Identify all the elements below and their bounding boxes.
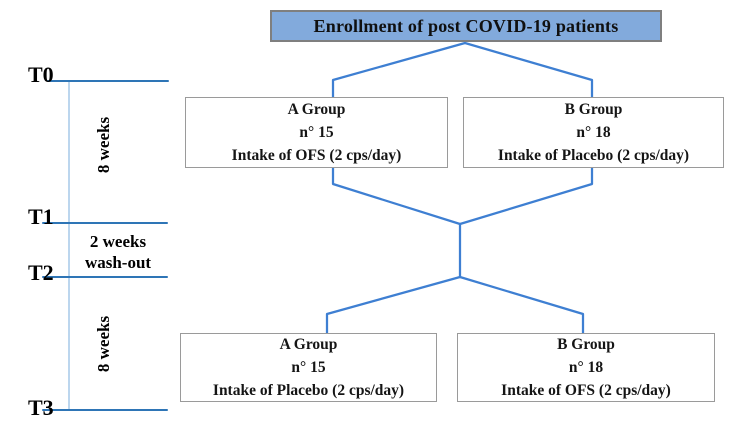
split1-left-connector	[331, 41, 467, 99]
timepoint-t1-label: T1	[28, 204, 54, 229]
washout-duration: 2 weeks	[89, 232, 147, 251]
merge-right-connector	[458, 166, 594, 226]
group-size: n° 18	[576, 124, 611, 141]
group-size: n° 18	[568, 359, 604, 376]
group-intervention: Intake of OFS (2 cps/day)	[501, 382, 671, 399]
group-name: B Group	[564, 101, 623, 118]
phase1-group-b-box: B Group n° 18 Intake of Placebo (2 cps/d…	[463, 97, 724, 168]
enrollment-title-label: Enrollment of post COVID-19 patients	[313, 15, 619, 36]
group-size: n° 15	[299, 124, 334, 141]
washout-text: wash-out	[84, 253, 152, 272]
split2-left-connector	[325, 275, 462, 336]
group-intervention: Intake of OFS (2 cps/day)	[231, 147, 402, 164]
phase2-group-a-box: A Group n° 15 Intake of Placebo (2 cps/d…	[180, 333, 437, 402]
group-name: A Group	[279, 336, 338, 353]
split1-right-connector	[463, 41, 594, 99]
split2-right-connector	[458, 275, 585, 336]
group-size: n° 15	[291, 359, 326, 376]
phase2-group-b-box: B Group n° 18 Intake of OFS (2 cps/day)	[457, 333, 715, 402]
group-name: A Group	[287, 101, 346, 118]
group-intervention: Intake of Placebo (2 cps/day)	[212, 382, 405, 399]
group-name: B Group	[557, 336, 615, 353]
washout-label: 2 weeks wash-out	[60, 231, 176, 273]
timepoint-t2-label: T2	[28, 260, 54, 285]
group-intervention: Intake of Placebo (2 cps/day)	[497, 147, 690, 164]
timepoint-t0-label: T0	[28, 62, 54, 87]
merge-left-connector	[331, 166, 462, 226]
period1-duration-label: 8 weeks	[94, 116, 113, 174]
period2-duration-label: 8 weeks	[94, 315, 113, 373]
timepoint-t3-label: T3	[28, 395, 54, 420]
phase1-group-a-box: A Group n° 15 Intake of OFS (2 cps/day)	[185, 97, 448, 168]
enrollment-title-box: Enrollment of post COVID-19 patients	[270, 10, 662, 42]
